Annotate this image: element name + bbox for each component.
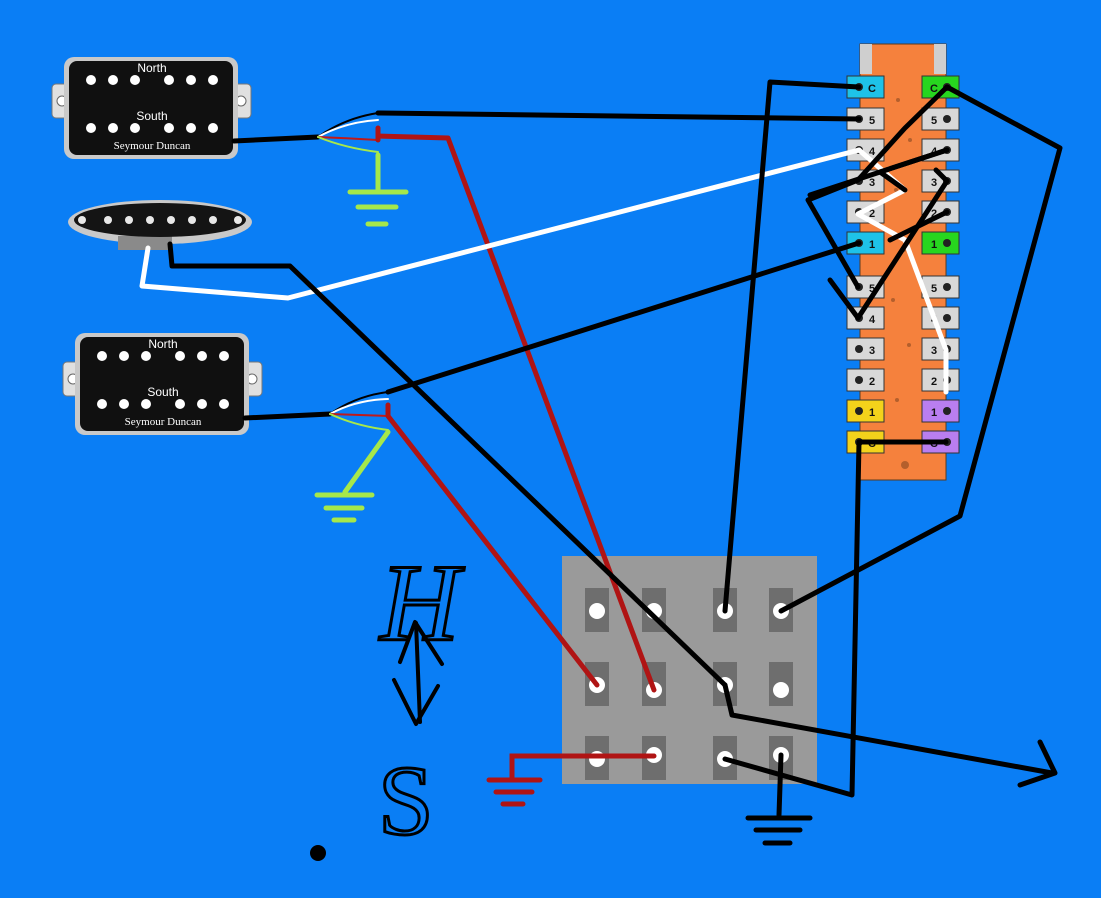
switch-ground-symbol-black [745, 752, 813, 846]
five-way-blade-switch: C 5 4 3 2 1 5 4 3 2 1 C C [846, 43, 960, 481]
red-wires [375, 125, 657, 693]
left-lug-1: 5 [869, 115, 875, 127]
neck-ground-symbol [347, 152, 409, 227]
right-lug-6: 5 [931, 283, 937, 295]
neck-north-label: North [137, 61, 166, 75]
bridge-ground-symbol [314, 429, 391, 523]
left-lug-9: 2 [869, 376, 875, 388]
neck-brand-label: Seymour Duncan [114, 140, 191, 152]
stray-dot [310, 845, 326, 861]
left-lug-2: 4 [869, 146, 876, 158]
left-lug-6: 5 [869, 283, 875, 295]
left-lug-3: 3 [869, 177, 875, 189]
right-lug-9: 2 [931, 376, 937, 388]
bridge-brand-label: Seymour Duncan [125, 416, 202, 428]
bridge-pickup-leads [242, 391, 389, 431]
bridge-south-label: South [147, 385, 178, 399]
switch-ground-symbol-red [486, 753, 657, 807]
handwritten-direction-arrow [392, 620, 444, 726]
left-lug-8: 3 [869, 345, 875, 357]
black-wires [167, 79, 1063, 798]
bridge-humbucker-pickup: North South Seymour Duncan [62, 333, 263, 435]
left-lug-7: 4 [869, 314, 876, 326]
right-lug-3: 3 [931, 177, 937, 189]
neck-humbucker-pickup: North South Seymour Duncan [51, 57, 252, 159]
handwritten-h-letter: H [378, 542, 465, 664]
right-lug-10: 1 [931, 407, 937, 419]
right-lug-0: C [930, 83, 938, 95]
right-lug-8: 3 [931, 345, 937, 357]
neck-pickup-leads [231, 112, 379, 153]
bridge-north-label: North [148, 337, 177, 351]
right-lug-5: 1 [931, 239, 937, 251]
right-lug-1: 5 [931, 115, 937, 127]
handwritten-s-letter: S [378, 745, 434, 856]
right-lug-4: 2 [931, 208, 937, 220]
white-wires [139, 147, 949, 395]
left-lug-10: 1 [869, 407, 875, 419]
left-lug-4: 2 [869, 208, 875, 220]
neck-south-label: South [136, 109, 167, 123]
left-lug-0: C [868, 83, 876, 95]
toggle-switch-plate [562, 556, 817, 784]
left-lug-5: 1 [869, 239, 875, 251]
middle-single-coil-pickup [68, 200, 252, 250]
